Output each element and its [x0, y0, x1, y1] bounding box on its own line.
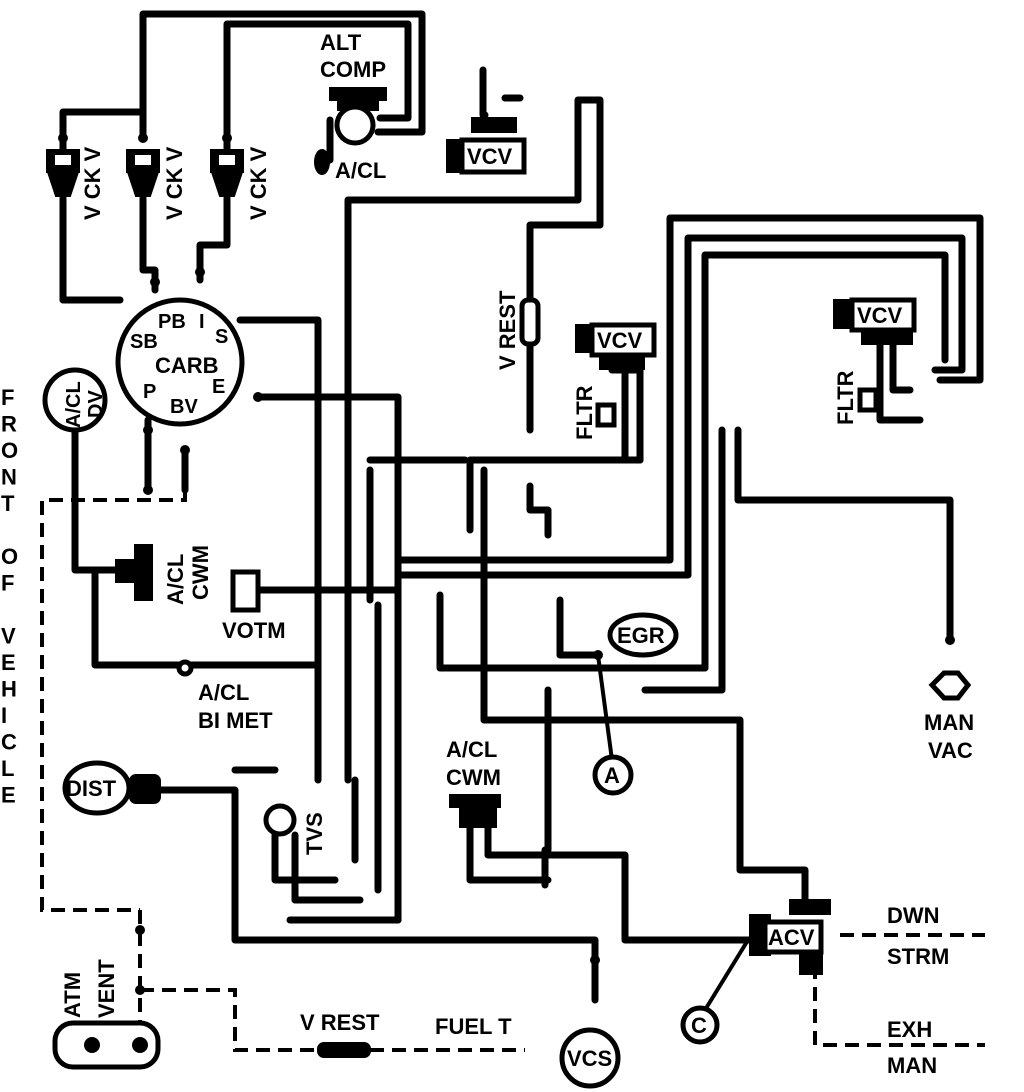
- vcs: VCS: [559, 1027, 621, 1089]
- carb-s-label: S: [215, 326, 228, 348]
- front-of-vehicle-letter: O: [1, 544, 18, 569]
- votm-label: VOTM: [222, 618, 286, 643]
- exh-label: EXH: [887, 1017, 932, 1042]
- egr-valve: EGR: [607, 612, 679, 658]
- vcv-top-label: VCV: [467, 144, 513, 169]
- carb-bv-label: BV: [170, 396, 198, 418]
- front-of-vehicle-letter: F: [1, 571, 14, 596]
- vckv-label-2: V CK V: [162, 146, 187, 220]
- a-circle-label: A: [604, 763, 620, 788]
- vckv-valve-1: V CK V: [46, 146, 105, 220]
- strm-label: STRM: [887, 944, 949, 969]
- carburetor: PB I S SB CARB P E BV: [115, 297, 245, 427]
- man-vac-label-2: VAC: [928, 738, 973, 763]
- front-of-vehicle-letter: C: [1, 730, 17, 755]
- vcv-mid: VCV FLTR: [572, 322, 657, 440]
- front-of-vehicle-letter: I: [1, 703, 7, 728]
- man-label: MAN: [887, 1053, 937, 1078]
- front-of-vehicle-letter: O: [1, 438, 18, 463]
- fuel-t-label: FUEL T: [435, 1014, 512, 1039]
- alt-comp-valve: ALT COMP: [320, 30, 387, 146]
- front-of-vehicle-letter: E: [1, 783, 16, 808]
- acl-cwm-left-label-1: A/CL: [163, 554, 188, 605]
- connection-dots: [58, 133, 955, 995]
- front-of-vehicle-letter: V: [1, 624, 16, 649]
- atm-label: ATM: [60, 972, 85, 1018]
- v-rest-bottom-label: V REST: [300, 1010, 380, 1035]
- front-of-vehicle-letter: T: [1, 491, 15, 516]
- tvs-label: TVS: [302, 812, 327, 855]
- man-vac: MAN VAC: [924, 670, 974, 763]
- acl-dv-label-1: A/CL: [63, 381, 85, 428]
- vckv-valve-2: V CK V: [126, 146, 187, 220]
- v-rest-vertical: V REST: [495, 290, 541, 370]
- v-rest-vertical-label: V REST: [495, 290, 520, 370]
- front-of-vehicle-letter: H: [1, 677, 17, 702]
- front-of-vehicle-letter: F: [1, 385, 14, 410]
- alt-comp-label-1: ALT: [320, 30, 362, 55]
- carb-p-label: P: [143, 381, 156, 403]
- acl-dv: A/CL DV: [42, 367, 108, 433]
- front-of-vehicle-letter: N: [1, 465, 17, 490]
- carb-carb-label: CARB: [155, 353, 219, 378]
- vckv-valve-3: V CK V: [210, 146, 271, 220]
- atm-vent: ATM VENT: [52, 959, 161, 1070]
- carb-pb-label: PB: [158, 311, 186, 333]
- dwn-label: DWN: [887, 903, 940, 928]
- carb-i-label: I: [199, 311, 205, 333]
- vcv-mid-label: VCV: [597, 328, 643, 353]
- a-cl-top-label: A/CL: [335, 158, 386, 183]
- acl-dv-label-2: DV: [85, 390, 107, 418]
- acl-cwm-right-label-1: A/CL: [446, 737, 497, 762]
- vcv-top: VCV: [446, 117, 527, 175]
- acl-bimet-label-2: BI MET: [198, 708, 273, 733]
- alt-comp-label-2: COMP: [320, 57, 386, 82]
- dist-label: DIST: [66, 776, 117, 801]
- front-of-vehicle-letter: E: [1, 650, 16, 675]
- c-circle-label: C: [691, 1013, 707, 1038]
- fltr-mid-label: FLTR: [572, 385, 597, 440]
- front-of-vehicle-letter: R: [1, 412, 17, 437]
- vent-label: VENT: [94, 959, 119, 1018]
- acv-label: ACV: [768, 925, 815, 950]
- vcv-right-label: VCV: [857, 303, 903, 328]
- downstream-label-group: DWN STRM EXH MAN: [887, 903, 949, 1078]
- acl-cwm-right: A/CL CWM: [446, 737, 501, 828]
- acl-bimet-label-1: A/CL: [198, 680, 249, 705]
- carb-e-label: E: [212, 376, 225, 398]
- egr-label: EGR: [617, 623, 665, 648]
- acl-bimet: A/CL BI MET: [176, 659, 273, 733]
- acl-cwm-right-label-2: CWM: [446, 765, 501, 790]
- a-cl-top: A/CL: [314, 149, 386, 183]
- vckv-label-3: V CK V: [246, 146, 271, 220]
- v-rest-bottom: V REST FUEL T: [300, 1010, 512, 1058]
- vckv-label-1: V CK V: [80, 146, 105, 220]
- distributor: DIST: [62, 760, 161, 816]
- tvs: TVS: [263, 803, 327, 855]
- fltr-right-label: FLTR: [833, 370, 858, 425]
- vacuum-hoses: [59, 10, 984, 1012]
- vcs-label: VCS: [567, 1046, 612, 1071]
- votm: VOTM: [222, 569, 286, 643]
- carb-sb-label: SB: [130, 331, 158, 353]
- man-vac-label-1: MAN: [924, 710, 974, 735]
- c-reference: C: [680, 1005, 720, 1045]
- dashed-lines: [40, 490, 985, 1052]
- front-of-vehicle-letter: L: [1, 756, 14, 781]
- acv-valve: ACV: [749, 899, 831, 975]
- acl-cwm-left: A/CL CWM: [115, 544, 213, 605]
- acl-cwm-left-label-2: CWM: [188, 545, 213, 600]
- a-reference: A: [592, 754, 634, 796]
- vcv-right: VCV FLTR: [833, 297, 917, 425]
